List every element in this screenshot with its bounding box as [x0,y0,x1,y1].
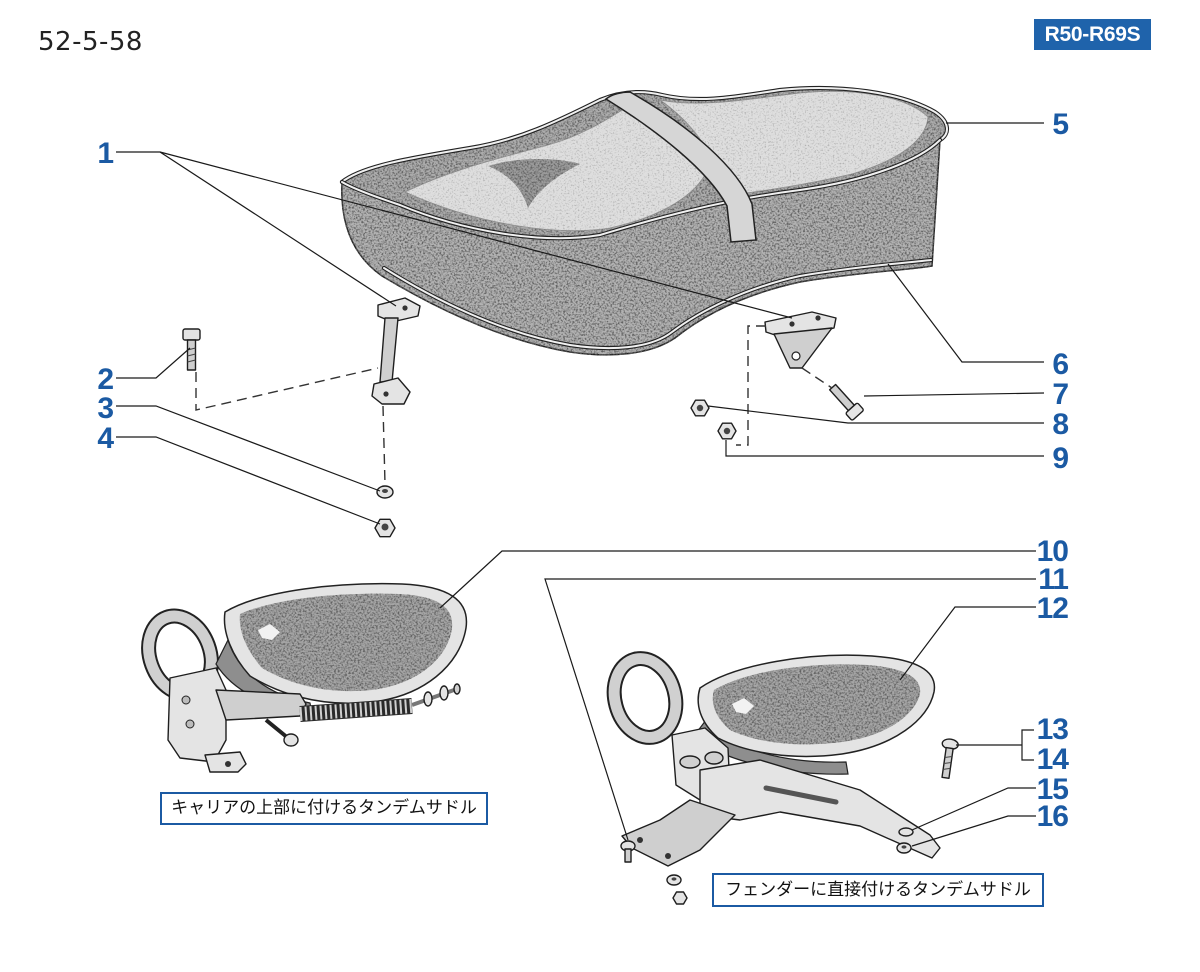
main-seat-strap [604,91,757,243]
main-seat-top-piping-light [341,87,948,183]
leader-6 [887,263,1044,363]
callout-1: 1 [97,137,113,170]
bolt-2 [182,328,201,371]
bolt-11 [620,840,636,863]
leader-7 [863,392,1045,397]
nut-9 [717,422,737,440]
leader-4 [116,436,381,525]
fender-saddle-base-plate [621,799,736,867]
fender-saddle-caption: フェンダーに直接付けるタンデムサドル [712,873,1044,907]
nut-4 [374,518,396,538]
leader-3 [116,405,381,492]
leader-8 [707,405,1044,424]
callout-16: 16 [1037,800,1069,833]
leader-13-14-bracket [1021,729,1034,761]
callout-4: 4 [97,422,114,455]
leader-1b [159,151,793,319]
right-seat-bracket [764,311,837,369]
callout-14: 14 [1037,743,1070,776]
washer-below-base [666,874,682,886]
leader-12 [899,606,1036,681]
fender-saddle-emblem [732,698,754,714]
leader-9 [725,440,1044,457]
leader-10 [439,550,1036,609]
washer-3 [376,485,394,499]
page-code: 52-5-58 [38,27,143,57]
leader-15 [911,787,1036,831]
main-seat-side-piping-light [341,139,941,240]
callout-5: 5 [1052,108,1068,141]
washer-15 [898,827,914,837]
carrier-saddle-caption: キャリアの上部に付けるタンデムサドル [160,792,488,825]
fender-tandem-saddle [606,651,941,867]
leader-2 [116,347,191,379]
nut-below-base [672,891,688,905]
left-seat-bracket [371,297,421,405]
callout-6: 6 [1052,348,1068,381]
callout-numbers: 1 2 3 4 5 6 7 8 9 10 11 12 13 14 15 16 [97,108,1070,833]
main-seat-pad-tongue [488,159,580,208]
callout-11: 11 [1038,563,1068,596]
callout-9: 9 [1052,442,1068,475]
leader-11 [544,578,1036,841]
callout-7: 7 [1052,378,1068,411]
callout-8: 8 [1052,408,1068,441]
callout-15: 15 [1037,773,1069,806]
nut-8 [690,399,710,417]
callout-13: 13 [1037,713,1069,746]
carrier-tandem-saddle [141,582,468,773]
fender-saddle-pad [712,664,921,745]
nut-16 [896,842,912,854]
model-badge: R50-R69S [1034,19,1151,50]
bolt-13 [941,738,959,780]
carrier-saddle-bracket [167,667,227,763]
leader-lines [116,122,1045,847]
leader-16 [911,815,1036,847]
bolt-7 [828,383,864,421]
carrier-saddle-pad [239,593,453,692]
assembly-dashed-lines [195,325,833,485]
callout-12: 12 [1037,592,1069,625]
callout-3: 3 [97,392,113,425]
main-seat [339,85,949,356]
callout-10: 10 [1037,535,1069,568]
main-seat-bottom-piping-light [383,259,932,350]
callout-2: 2 [97,363,113,396]
carrier-saddle-emblem [258,624,280,640]
